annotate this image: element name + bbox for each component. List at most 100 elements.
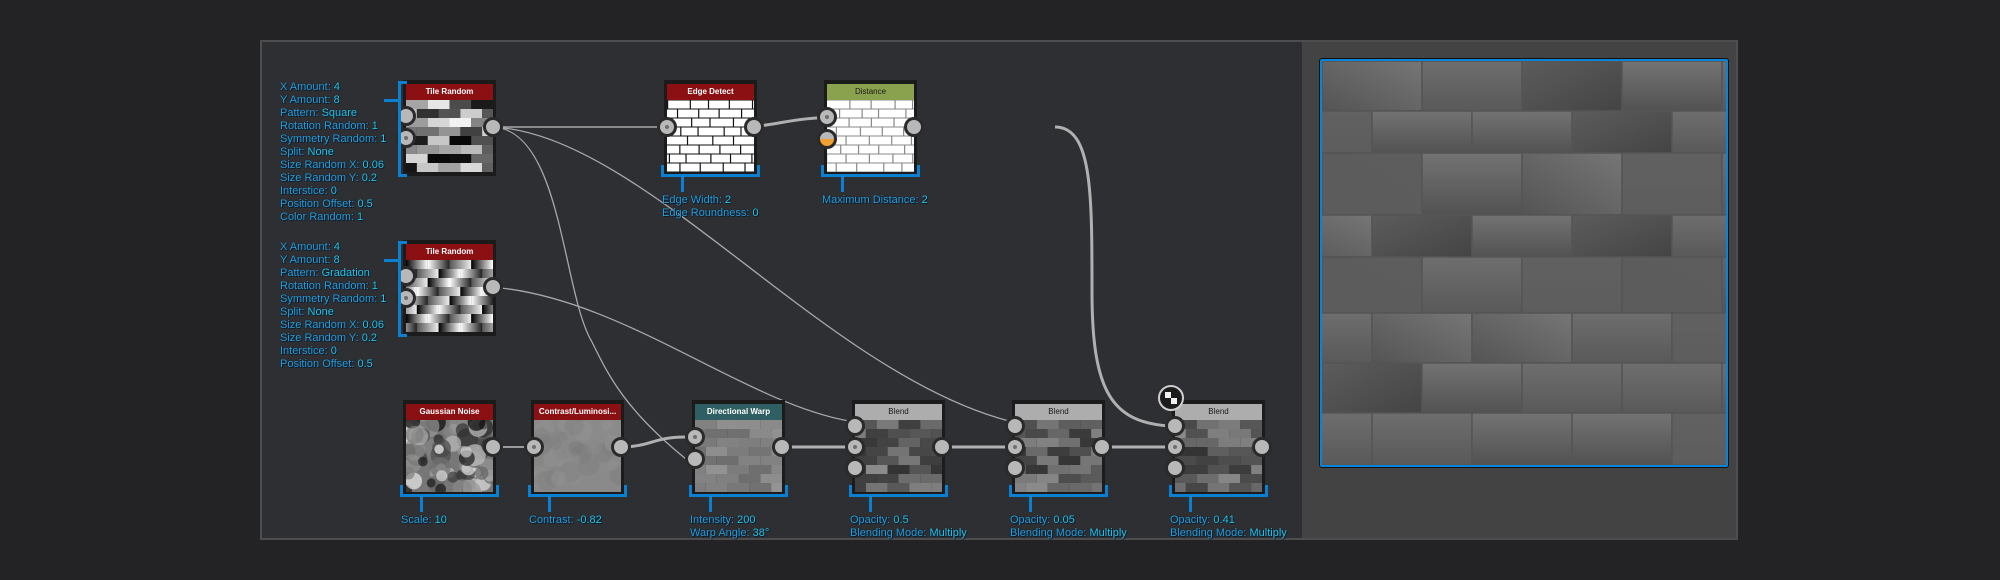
output-port[interactable] <box>772 437 792 457</box>
selection-bracket <box>1009 485 1108 497</box>
param-row: X Amount: 4 <box>280 81 386 94</box>
node-thumbnail <box>534 420 621 492</box>
output-port[interactable] <box>744 117 764 137</box>
input-port[interactable] <box>396 128 416 148</box>
node-blend3[interactable]: Blend <box>1158 385 1272 496</box>
param-value: 0.5 <box>357 358 373 370</box>
input-port[interactable] <box>396 288 416 308</box>
node-thumbnail <box>406 260 493 332</box>
param-label: Symmetry Random: <box>280 133 381 145</box>
param-value: 4 <box>333 81 340 93</box>
param-label: Opacity: <box>1010 514 1054 526</box>
input-port[interactable] <box>1005 416 1025 436</box>
input-port[interactable] <box>1165 416 1185 436</box>
param-label: Position Offset: <box>280 198 358 210</box>
input-port[interactable] <box>845 458 865 478</box>
param-value: 0.2 <box>361 172 378 184</box>
node-gauss[interactable]: Gaussian Noise <box>403 400 503 496</box>
output-port[interactable] <box>1092 437 1112 457</box>
param-row: Contrast: -0.82 <box>529 514 602 527</box>
input-port[interactable] <box>685 449 705 469</box>
input-port[interactable] <box>524 437 544 457</box>
param-label: Rotation Random: <box>280 280 372 292</box>
node-thumbnail <box>667 100 754 172</box>
selection-bracket <box>400 485 499 497</box>
bracket-connector <box>420 496 423 512</box>
wire-tile1-blend2 <box>490 126 1010 422</box>
output-port[interactable] <box>483 277 503 297</box>
input-port[interactable] <box>1165 458 1185 478</box>
output-checker-icon[interactable] <box>1158 385 1184 411</box>
node-tile2[interactable]: Tile Random <box>396 240 503 336</box>
node-thumbnail <box>1175 420 1262 492</box>
node-parameters: Contrast: -0.82 <box>529 514 602 527</box>
param-label: Size Random X: <box>280 319 363 331</box>
input-port[interactable] <box>817 129 837 149</box>
param-value: 1 <box>380 133 387 145</box>
input-port[interactable] <box>396 266 416 286</box>
selection-bracket <box>689 485 788 497</box>
param-value: Square <box>321 107 358 119</box>
output-port[interactable] <box>483 437 503 457</box>
param-value: Gradation <box>321 267 370 279</box>
node-title: Blend <box>855 404 942 420</box>
node-blend2[interactable]: Blend <box>1005 400 1112 496</box>
input-port[interactable] <box>817 107 837 127</box>
output-port[interactable] <box>904 117 924 137</box>
node-tile1[interactable]: Tile Random <box>396 80 503 176</box>
input-port[interactable] <box>845 416 865 436</box>
selection-bracket <box>821 165 920 177</box>
node-parameters: Maximum Distance: 2 <box>822 194 928 207</box>
node-blend1[interactable]: Blend <box>845 400 952 496</box>
input-port[interactable] <box>396 106 416 126</box>
selection-bracket <box>849 485 948 497</box>
selection-bracket <box>398 241 407 337</box>
param-label: Pattern: <box>280 267 322 279</box>
preview-panel <box>1302 42 1736 538</box>
param-value: 1 <box>371 120 378 132</box>
param-value: 0.5 <box>893 514 909 526</box>
preview-image[interactable] <box>1320 59 1728 467</box>
param-label: Edge Roundness: <box>662 207 753 219</box>
node-warp[interactable]: Directional Warp <box>685 400 792 496</box>
node-edge[interactable]: Edge Detect <box>657 80 764 176</box>
wire-tile2-blend1 <box>490 286 850 422</box>
output-port[interactable] <box>483 117 503 137</box>
output-port[interactable] <box>1252 437 1272 457</box>
param-row: Warp Angle: 38° <box>690 527 769 540</box>
param-value: 8 <box>333 254 340 266</box>
param-row: Split: None <box>280 146 386 159</box>
output-port[interactable] <box>932 437 952 457</box>
input-port[interactable] <box>1165 437 1185 457</box>
node-title: Gaussian Noise <box>406 404 493 420</box>
input-port[interactable] <box>685 427 705 447</box>
param-row: Opacity: 0.5 <box>850 514 967 527</box>
input-port[interactable] <box>845 437 865 457</box>
input-port[interactable] <box>657 117 677 137</box>
node-thumbnail <box>406 100 493 172</box>
output-port[interactable] <box>611 437 631 457</box>
param-row: Opacity: 0.41 <box>1170 514 1287 527</box>
param-value: 1 <box>380 293 387 305</box>
param-row: Maximum Distance: 2 <box>822 194 928 207</box>
bracket-connector <box>709 496 712 512</box>
input-port[interactable] <box>1005 437 1025 457</box>
bracket-connector <box>548 496 551 512</box>
param-value: 1 <box>371 280 378 292</box>
param-row: Symmetry Random: 1 <box>280 133 386 146</box>
wire-tile1-warp <box>490 126 687 460</box>
node-distance[interactable]: Distance <box>817 80 924 176</box>
param-label: Opacity: <box>850 514 894 526</box>
input-port[interactable] <box>1005 458 1025 478</box>
param-row: X Amount: 4 <box>280 241 386 254</box>
param-value: -0.82 <box>576 514 602 526</box>
param-value: None <box>307 306 334 318</box>
param-label: Blending Mode: <box>1010 527 1090 539</box>
node-contrast[interactable]: Contrast/Luminosi... <box>524 400 631 496</box>
param-row: Interstice: 0 <box>280 185 386 198</box>
param-label: Intensity: <box>690 514 738 526</box>
